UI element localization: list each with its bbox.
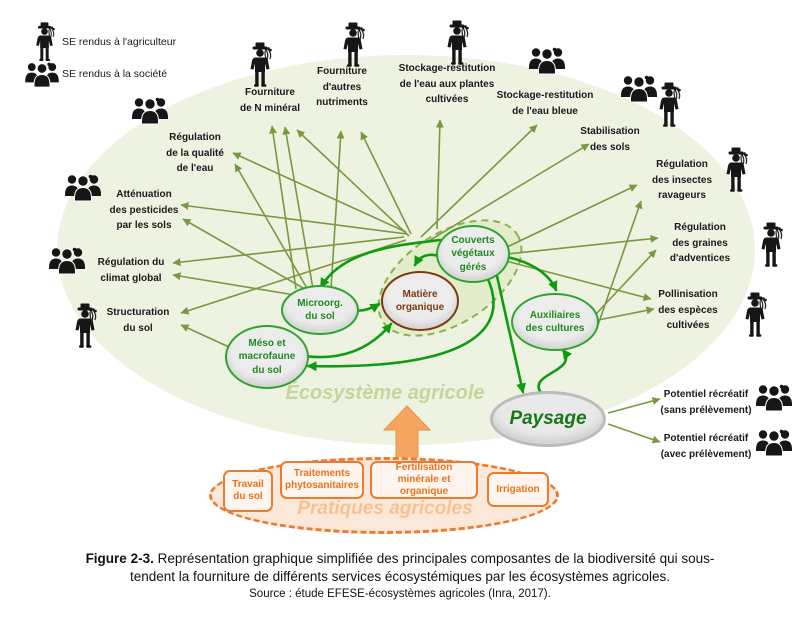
caption-line-2: tendent la fourniture de différents serv… xyxy=(129,569,671,584)
landscape-label: Paysage xyxy=(509,408,587,429)
service-arrow-cluster-to-pesticides xyxy=(180,201,408,235)
service-arrow-couverts-to-insectes xyxy=(504,184,638,249)
service-arrow-microorg-to-climat xyxy=(172,272,302,297)
farmer-icon xyxy=(340,22,366,68)
service-arrow-paysage-to-recreatif-sans xyxy=(607,397,661,414)
caption-line-1: Figure 2-3. Représentation graphique sim… xyxy=(85,551,715,566)
legend: SE rendus à l'agriculteur SE rendus à la… xyxy=(0,0,220,100)
service-arrow-microorg-to-n-mineral xyxy=(282,126,314,290)
caption-source: Source : étude EFESE-écosystèmes agricol… xyxy=(249,588,551,600)
service-arrow-meso-to-structuration xyxy=(180,324,230,348)
figure-number: Figure 2-3. xyxy=(85,551,154,566)
farmer-icon xyxy=(247,42,273,88)
society-icon xyxy=(64,173,102,202)
service-arrow-cluster-to-climat xyxy=(172,236,405,267)
service-arrow-cluster-to-autres-nutriments xyxy=(360,131,412,235)
farmer-icon xyxy=(33,22,56,62)
society-icon xyxy=(528,46,566,75)
service-arrow-cluster-to-n-mineral xyxy=(296,129,410,237)
ecosystem-label: Écosystème agricole xyxy=(285,382,485,404)
service-arrow-microorg-to-autres-nutriments xyxy=(330,130,345,290)
service-arrow-couverts-to-adventices xyxy=(506,234,659,255)
service-arrow-couverts-to-pollinisation xyxy=(505,260,652,301)
landscape-node: Paysage xyxy=(490,391,606,447)
service-arrow-auxiliaires-to-pollinisation xyxy=(597,306,655,321)
edges-layer xyxy=(172,119,661,444)
relation-arrow-couverts-to-meso xyxy=(306,275,495,372)
service-label-recreatif-avec: Potentiel récréatif(avec prélèvement) xyxy=(660,433,752,460)
service-label-recreatif-sans: Potentiel récréatif(sans prélèvement) xyxy=(660,389,752,416)
service-arrow-auxiliaires-to-adventices xyxy=(595,249,657,315)
society-icon xyxy=(620,74,658,103)
service-arrow-cluster-to-stockage-plantes xyxy=(435,119,444,230)
service-arrow-cluster-to-eau-bleue xyxy=(420,124,538,238)
practice-box-traitements-phytosanitaires: Traitements phytosanitaires xyxy=(280,461,364,499)
farmer-icon xyxy=(656,82,682,128)
farmer-icon xyxy=(758,222,784,268)
relation-arrow-paysage-to-auxiliaires xyxy=(537,348,573,395)
society-icon xyxy=(755,428,793,457)
farmer-icon xyxy=(742,292,768,338)
practice-box-irrigation: Irrigation xyxy=(487,472,549,507)
practice-box-travail-du-sol: Travail du sol xyxy=(223,470,273,512)
farmer-icon xyxy=(444,20,470,66)
service-arrow-microorg-to-qualite-eau xyxy=(234,163,309,291)
society-icon xyxy=(24,61,60,88)
relation-arrow-couverts-to-paysage xyxy=(495,274,526,394)
farmer-icon xyxy=(723,147,749,193)
relation-arrow-couverts-to-microorg xyxy=(319,238,442,289)
node-microorg: Microorg.du sol xyxy=(281,285,359,335)
relation-arrow-meso-to-matiere xyxy=(302,322,393,359)
practice-box-fertilisation: Fertilisation minérale et organique xyxy=(370,461,478,499)
service-arrow-paysage-to-recreatif-avec xyxy=(607,423,661,444)
society-icon xyxy=(755,383,793,412)
society-icon xyxy=(131,96,169,125)
relation-arrow-couverts-to-auxiliaires xyxy=(505,255,558,292)
farmer-icon xyxy=(72,303,98,349)
figure-caption: Figure 2-3. Représentation graphique sim… xyxy=(0,550,800,603)
legend-label-farmer: SE rendus à l'agriculteur xyxy=(62,36,177,48)
legend-label-society: SE rendus à la société xyxy=(62,68,168,80)
service-arrow-cluster-to-stabilisation xyxy=(426,143,590,243)
service-arrow-cluster-to-qualite-eau xyxy=(232,152,407,233)
society-icon xyxy=(48,246,86,275)
practices-label: Pratiques agricoles xyxy=(297,498,473,519)
